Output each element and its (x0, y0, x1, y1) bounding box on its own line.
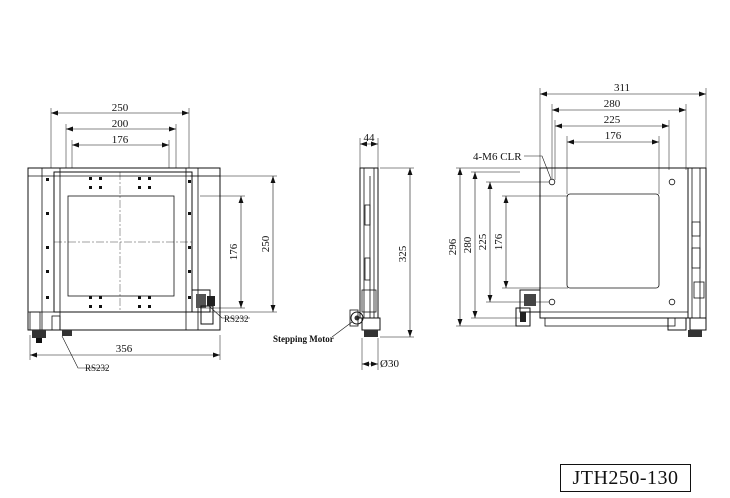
side-leader (331, 321, 353, 338)
right-dim-280-vertical: 280 (462, 236, 474, 253)
front-dim-200: 200 (112, 118, 129, 130)
right-dim-225-vertical: 225 (477, 233, 489, 250)
model-number: JTH250-130 (572, 466, 679, 489)
rs232-label-right: RS232 (224, 314, 249, 324)
right-view (456, 88, 707, 337)
right-dim-296: 296 (447, 238, 459, 255)
front-dim-250-vertical: 250 (260, 235, 272, 252)
right-dim-311: 311 (614, 82, 630, 94)
front-dimension-lines (30, 110, 276, 358)
front-dim-texts: 250 200 176 176 250 356 (112, 102, 272, 355)
right-dim-176-vertical: 176 (493, 233, 505, 250)
front-holes (46, 177, 191, 308)
front-dim-250: 250 (112, 102, 129, 114)
stepping-motor-label: Stepping Motor (273, 334, 334, 344)
title-block: JTH250-130 (560, 464, 691, 492)
side-dim-44: 44 (364, 132, 376, 144)
front-dim-176-horizontal: 176 (112, 134, 129, 146)
front-view (27, 108, 277, 360)
front-dim-176-vertical: 176 (228, 243, 240, 260)
holes-label: 4-M6 CLR (473, 151, 522, 163)
right-dim-280-horizontal: 280 (604, 98, 621, 110)
front-leaders (61, 305, 250, 369)
right-leader (524, 155, 552, 180)
front-dim-356: 356 (116, 343, 133, 355)
right-holes (548, 178, 676, 306)
rs232-label-bottom: RS232 (85, 363, 110, 373)
side-view (349, 138, 414, 370)
side-dim-dia30: Ø30 (380, 358, 399, 370)
right-dim-225-horizontal: 225 (604, 114, 621, 126)
side-dim-325: 325 (397, 245, 409, 262)
right-dim-176-horizontal: 176 (605, 130, 622, 142)
